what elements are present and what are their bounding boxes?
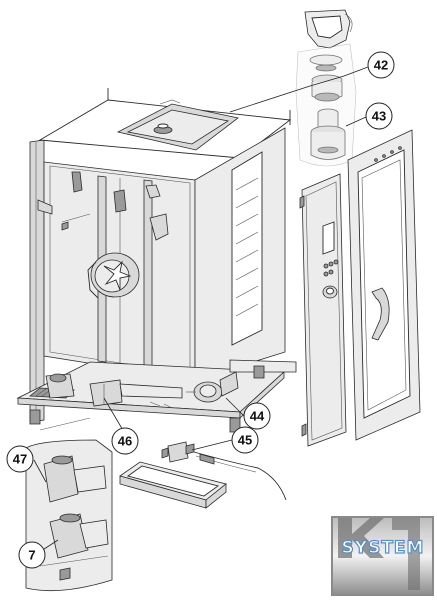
fan-motor [87,252,140,299]
callout-7: 7 [18,541,46,569]
detail-magnified-view [25,417,113,592]
callout-7-label: 7 [28,548,35,563]
oven-door [299,129,421,447]
callout-47: 47 [6,445,34,473]
callout-43: 43 [365,102,393,130]
system-logo: SYSTEM [331,516,434,596]
callout-45-label: 45 [238,433,252,448]
callout-42-label: 42 [374,58,388,73]
callout-44: 44 [243,402,271,430]
callout-44-label: 44 [250,409,265,424]
base-components [45,371,239,409]
system-logo-text: SYSTEM [342,538,425,558]
part-45-valve [161,441,287,501]
oven-body [16,88,297,433]
callout-45: 45 [231,426,259,454]
rack-rails [231,151,263,346]
callout-42: 42 [367,51,395,79]
leader-47 [33,459,47,483]
leader-45 [191,439,233,451]
callout-47-label: 47 [13,452,27,467]
leader-42 [229,66,369,113]
part-42-assembly [304,9,353,102]
drip-tray [119,461,227,509]
callout-46: 46 [111,427,139,455]
part-43-assembly [310,108,346,160]
callout-46-label: 46 [118,434,132,449]
leader-44 [225,397,245,417]
leader-43 [345,116,367,127]
callout-43-label: 43 [372,109,386,124]
leader-46 [103,397,125,433]
